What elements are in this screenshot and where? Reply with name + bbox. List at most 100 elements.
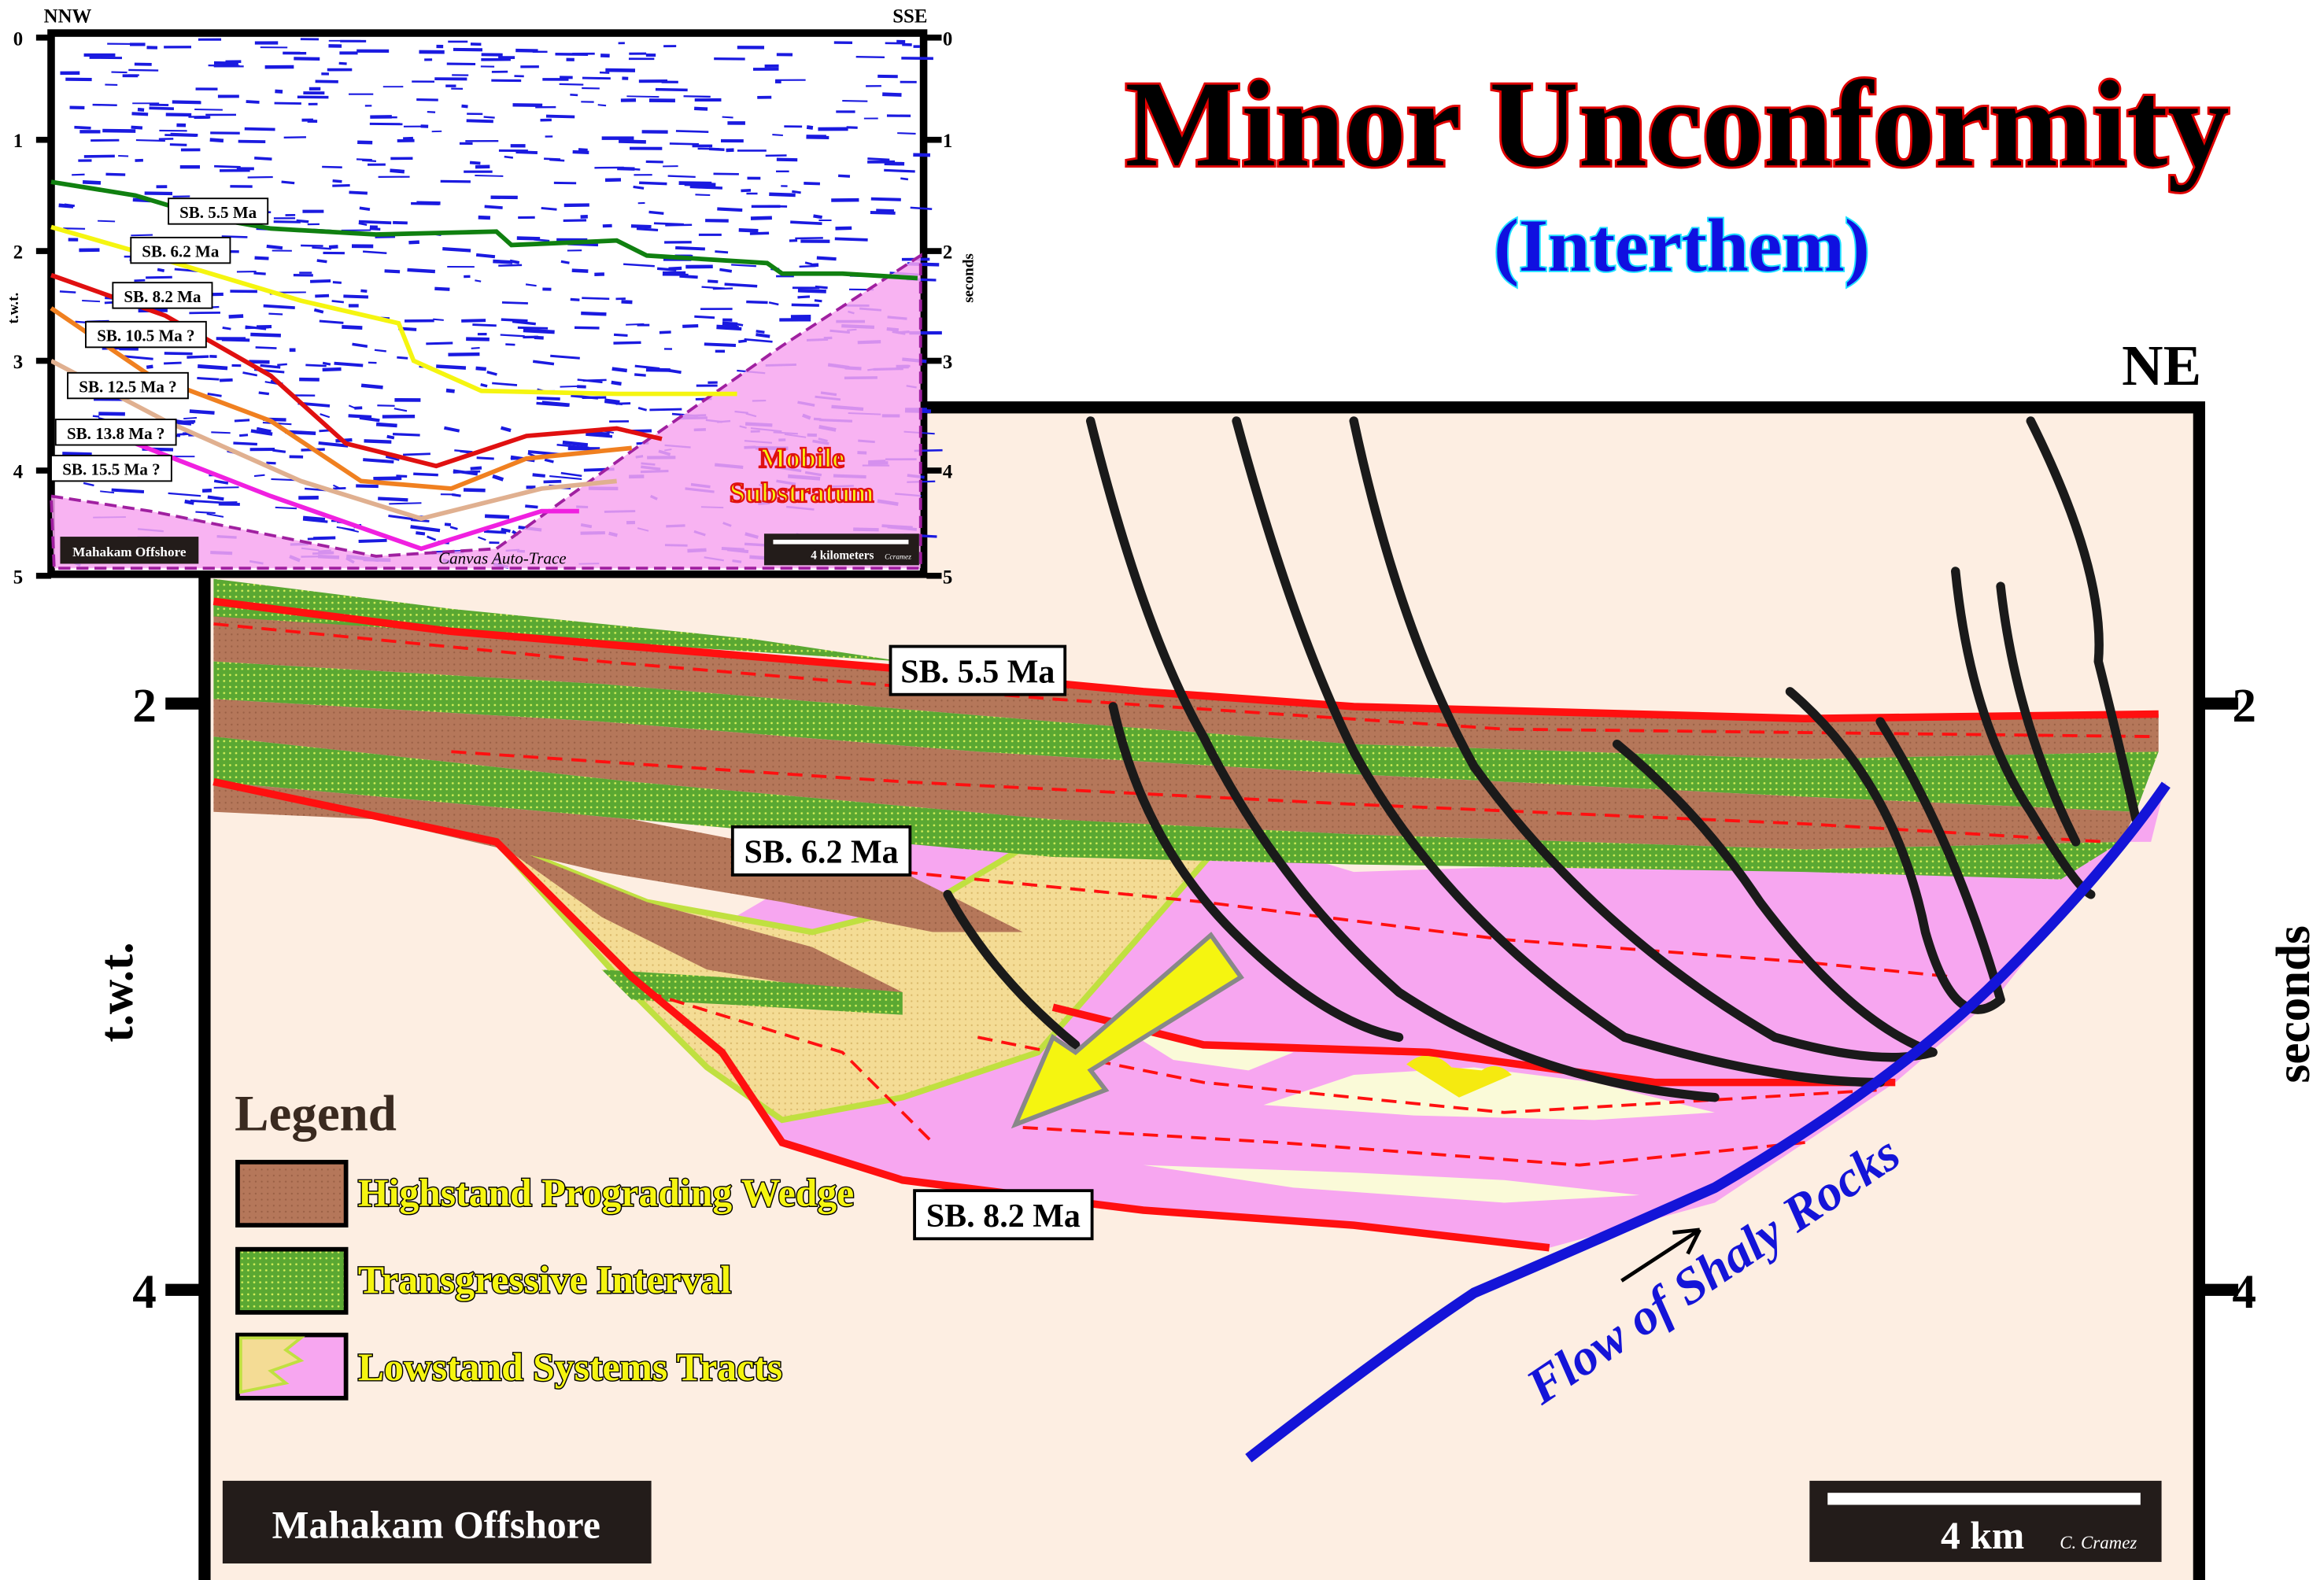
seismic-reflection [369, 227, 381, 231]
seismic-reflection [536, 397, 560, 401]
seismic-reflection [683, 95, 711, 98]
seismic-reflection [517, 326, 549, 330]
legend-swatch-lowstand-wedge [238, 1336, 305, 1394]
legend-label-highstand: Highstand Prograding Wedge [358, 1171, 854, 1214]
seismic-reflection [768, 301, 779, 306]
legend-swatch-highstand [235, 1159, 349, 1227]
seismic-reflection [484, 205, 503, 209]
seismic-reflection [532, 473, 545, 478]
seismic-reflection [613, 341, 641, 345]
seismic-reflection [98, 220, 116, 223]
seismic-reflection [393, 408, 408, 412]
seismic-reflection [189, 311, 220, 315]
seismic-reflection [189, 409, 215, 415]
seismic-reflection [83, 482, 94, 487]
seismic-reflection [478, 215, 491, 220]
seismic-reflection [377, 404, 395, 407]
seismic-reflection [498, 264, 523, 267]
seismic-reflection [407, 268, 435, 274]
seismic-reflection [724, 282, 758, 288]
seismic-reflection [201, 488, 212, 493]
seismic-reflection [302, 518, 328, 523]
seismic-reflection [135, 138, 165, 142]
seismic-reflection [124, 355, 153, 360]
seismic-reflection [444, 522, 452, 526]
inset-tick-mark [35, 357, 51, 364]
highstand-band-2 [213, 699, 2137, 850]
seismic-reflection [213, 479, 229, 485]
inset-tick-label: 0 [943, 28, 952, 50]
seismic-reflection [581, 311, 607, 316]
seismic-reflection [689, 185, 722, 190]
seismic-reflection [682, 324, 699, 328]
inset-direction-right: SSE [892, 6, 927, 28]
inset-substratum-label-1: Mobile [759, 442, 844, 474]
seismic-reflection [475, 366, 486, 371]
seismic-reflection [281, 180, 295, 185]
seismic-reflection [492, 382, 518, 386]
seismic-reflection [164, 361, 182, 365]
seismic-reflection [253, 271, 266, 275]
seismic-reflection [254, 256, 269, 260]
inset-tick-label: 0 [13, 28, 23, 50]
inset-horizon-text: SB. 13.8 Ma ? [67, 424, 164, 443]
seismic-reflection [515, 48, 538, 53]
seismic-reflection [678, 181, 712, 186]
seismic-reflection [500, 334, 525, 338]
horizon-label-5-5: SB. 5.5 Ma [889, 644, 1067, 696]
seismic-reflection [357, 140, 373, 145]
seismic-reflection [738, 227, 759, 233]
inset-horizon-text: SB. 6.2 Ma [142, 242, 220, 261]
seismic-reflection [111, 488, 145, 494]
inset-tick-label: 2 [13, 242, 23, 264]
seismic-reflection [403, 452, 430, 456]
seismic-reflection [268, 312, 283, 316]
seismic-reflection [348, 404, 357, 409]
seismic-reflection [390, 168, 405, 174]
seismic-reflection [310, 279, 331, 283]
seismic-reflection [253, 474, 265, 478]
seismic-reflection [187, 355, 209, 359]
seismic-reflection [669, 142, 699, 146]
left-axis-label: t.w.t. [91, 942, 143, 1042]
inset-tick-mark [926, 357, 942, 364]
legend-label-transgressive: Transgressive Interval [358, 1258, 731, 1301]
seismic-reflection [544, 458, 554, 463]
top-band [213, 578, 903, 662]
seismic-reflection [157, 268, 165, 272]
seismic-reflection [322, 165, 342, 168]
seismic-reflection [611, 380, 622, 386]
inset-substratum [49, 253, 922, 570]
seismic-reflection [277, 363, 287, 367]
seismic-reflection [746, 300, 768, 305]
seismic-reflection [619, 139, 646, 144]
seismic-reflection [318, 441, 349, 448]
seismic-reflection [440, 179, 471, 183]
seismic-reflection [352, 342, 368, 348]
seismic-reflection [621, 300, 633, 305]
seismic-reflection [534, 238, 550, 242]
location-label: Mahakam Offshore [272, 1504, 600, 1547]
seismic-reflection [442, 246, 471, 253]
inset-tick-label: 1 [943, 131, 952, 152]
seismic-reflection [667, 175, 696, 179]
seismic-reflection [626, 323, 645, 326]
yellow-channel [1406, 1055, 1512, 1098]
horizon-label-6-2: SB. 6.2 Ma [730, 825, 912, 877]
seismic-reflection [834, 237, 868, 242]
seismic-reflection [756, 333, 770, 338]
seismic-reflection [416, 98, 438, 102]
horizon-text: SB. 8.2 Ma [926, 1198, 1081, 1235]
horizon-text: SB. 6.2 Ma [744, 835, 898, 871]
seismic-reflection [749, 231, 770, 235]
seismic-reflection [256, 426, 272, 434]
inset-tick-label: 4 [13, 462, 23, 483]
inset-location-label: Mahakam Offshore [72, 545, 187, 559]
seismic-reflection [549, 474, 582, 481]
inset-tick-label: 3 [943, 352, 952, 373]
seismic-reflection [804, 261, 812, 266]
legend-swatch-transgressive [235, 1246, 349, 1315]
inset-tick-label: 5 [943, 567, 952, 588]
seismic-reflection [168, 492, 201, 497]
seismic-reflection [98, 412, 125, 416]
